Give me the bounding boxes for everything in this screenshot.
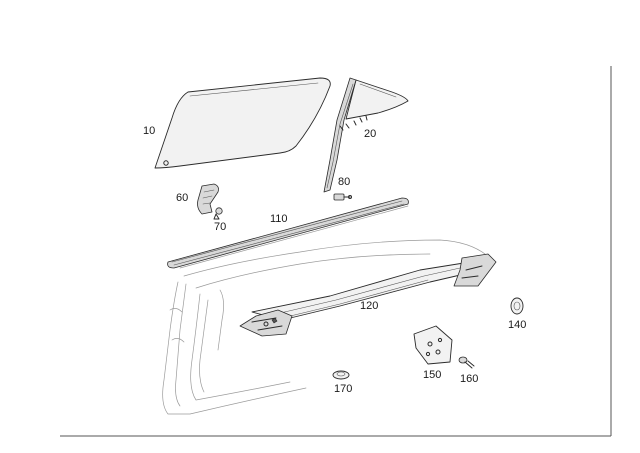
clip-bracket-part[interactable] <box>197 183 219 215</box>
screw-part[interactable] <box>213 207 223 220</box>
part-label-120[interactable]: 120 <box>360 300 378 312</box>
door-panel-outline <box>162 239 495 415</box>
part-label-80[interactable]: 80 <box>338 176 350 188</box>
part-label-70[interactable]: 70 <box>214 221 226 233</box>
part-label-10[interactable]: 10 <box>143 125 155 137</box>
part-label-110[interactable]: 110 <box>270 213 288 225</box>
part-label-60[interactable]: 60 <box>176 192 188 204</box>
seal-clip-part[interactable] <box>333 193 352 201</box>
part-label-150[interactable]: 150 <box>423 369 441 381</box>
window-glass-part[interactable] <box>154 77 331 169</box>
outer-window-seal-part[interactable] <box>167 197 409 269</box>
part-label-20[interactable]: 20 <box>364 128 376 140</box>
window-regulator-part[interactable] <box>239 253 497 337</box>
rear-quarter-glass-part[interactable] <box>323 77 409 193</box>
part-label-160[interactable]: 160 <box>460 373 478 385</box>
diagram-frame <box>60 66 612 437</box>
plug-part[interactable] <box>332 370 350 380</box>
rivet-part[interactable] <box>458 356 475 369</box>
mounting-plate-part[interactable] <box>413 325 453 365</box>
part-label-170[interactable]: 170 <box>334 383 352 395</box>
part-labels: 10 20 60 70 80 110 120 140 150 160 170 <box>143 125 526 395</box>
part-label-140[interactable]: 140 <box>508 319 526 331</box>
grommet-part[interactable] <box>510 297 524 315</box>
